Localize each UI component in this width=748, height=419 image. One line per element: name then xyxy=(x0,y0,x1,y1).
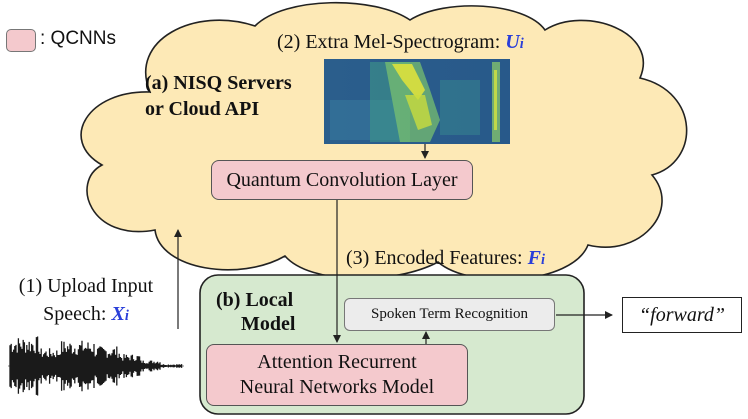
cloud-title: (a) NISQ Servers or Cloud API xyxy=(145,70,292,122)
qcnn-legend-label: : QCNNs xyxy=(40,28,116,49)
spoken-term-label: Spoken Term Recognition xyxy=(371,306,528,322)
spectrogram-label: (2) Extra Mel-Spectrogram: Ui xyxy=(277,31,524,54)
cloud-title-line2: or Cloud API xyxy=(145,98,260,120)
local-model-title: (b) Local Model xyxy=(216,288,295,336)
cloud-title-line1: (a) NISQ Servers xyxy=(145,72,292,94)
encoded-features-label: (3) Encoded Features: Fi xyxy=(346,247,545,270)
output-word-box: “forward” xyxy=(622,297,742,333)
spoken-term-recognition: Spoken Term Recognition xyxy=(344,298,555,331)
upload-label-line2: Speech: Xi xyxy=(43,303,129,325)
upload-label-line1: (1) Upload Input xyxy=(18,275,154,297)
spectrogram-var: Ui xyxy=(505,31,524,53)
mel-spectrogram-image xyxy=(324,59,510,144)
upload-input-label: (1) Upload Input Speech: Xi xyxy=(6,272,166,330)
attention-rnn-model: Attention Recurrent Neural Networks Mode… xyxy=(206,344,468,406)
output-word-label: “forward” xyxy=(639,303,725,326)
qcnn-legend-swatch xyxy=(6,29,36,52)
local-title-line1: (b) Local xyxy=(216,289,294,311)
attention-model-line1: Attention Recurrent xyxy=(257,351,417,373)
spectrogram-label-text: (2) Extra Mel-Spectrogram: xyxy=(277,31,506,53)
quantum-convolution-label: Quantum Convolution Layer xyxy=(226,168,458,191)
encoded-var: Fi xyxy=(527,247,545,269)
speech-waveform xyxy=(8,336,184,396)
attention-model-line2: Neural Networks Model xyxy=(239,376,435,398)
encoded-features-text: (3) Encoded Features: xyxy=(346,247,528,269)
quantum-convolution-layer: Quantum Convolution Layer xyxy=(211,160,473,200)
local-title-line2: Model xyxy=(241,313,296,335)
